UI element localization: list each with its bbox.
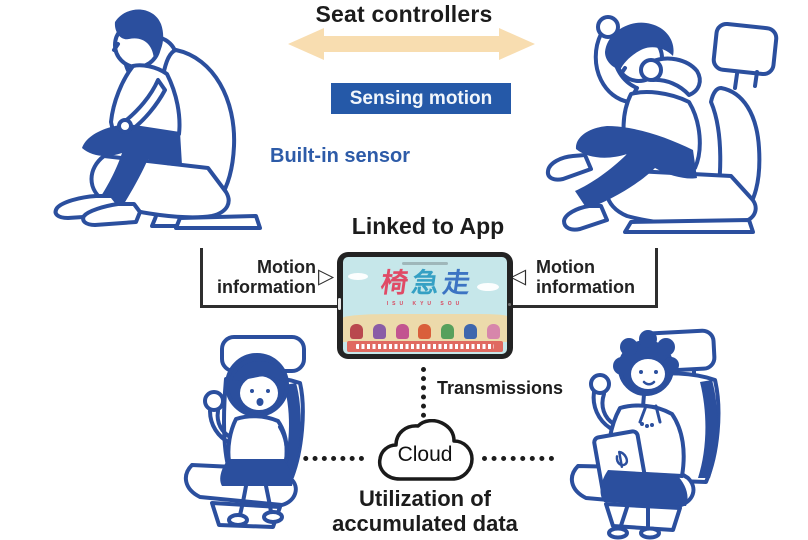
- racer-figure: [441, 324, 455, 339]
- racer-row: [350, 324, 500, 339]
- connector-line-left-horizontal: [200, 305, 338, 308]
- motion-information-label-left: Motion information: [208, 257, 316, 297]
- transmissions-dotted-line: [421, 367, 426, 427]
- racer-figure: [486, 324, 500, 339]
- motion-left-line2: information: [217, 277, 316, 297]
- motion-right-line1: Motion: [536, 257, 595, 277]
- app-game-subtitle: ISU KYU SOU: [386, 301, 464, 307]
- app-banner: [347, 341, 503, 352]
- tablet-side-button: [338, 298, 341, 310]
- camera-dot-icon: [508, 303, 511, 306]
- adult-passenger-right-illustration: [545, 15, 779, 234]
- racer-figure: [372, 324, 386, 339]
- seat-controllers-title: Seat controllers: [315, 1, 493, 27]
- connector-line-left-vertical: [200, 248, 203, 308]
- transmissions-label: Transmissions: [437, 378, 564, 398]
- motion-information-label-right: Motion information: [536, 257, 656, 297]
- dotted-line-left: [294, 456, 364, 461]
- game-title-char: 椅: [378, 268, 410, 298]
- tablet-screen: 椅急走 ISU KYU SOU: [343, 257, 507, 354]
- racer-figure: [395, 324, 409, 339]
- racer-figure: [350, 324, 363, 339]
- racer-figure: [418, 324, 432, 339]
- screen-caption-line: [402, 262, 448, 265]
- triangle-left-icon: ◁: [510, 265, 527, 288]
- utilization-caption: Utilization of accumulated data: [275, 486, 575, 536]
- racer-figure: [464, 324, 478, 339]
- app-game-title: 椅急走: [343, 268, 507, 298]
- utilization-caption-line2: accumulated data: [332, 511, 518, 536]
- connector-line-right-horizontal: [512, 305, 658, 308]
- cloud-icon: [377, 419, 474, 481]
- senior-passenger-illustration: [569, 328, 721, 540]
- adult-passenger-left-illustration: [53, 9, 262, 230]
- linked-to-app-title: Linked to App: [351, 213, 505, 239]
- banner-text-marks: [356, 344, 494, 349]
- motion-left-line1: Motion: [257, 257, 316, 277]
- sky-cloud-shape: [348, 273, 368, 280]
- sky-cloud-shape: [477, 283, 499, 291]
- bidirectional-arrow-icon: [288, 28, 535, 60]
- built-in-sensor-label: Built-in sensor: [270, 145, 411, 167]
- game-title-char: 急: [409, 268, 441, 298]
- utilization-caption-line1: Utilization of: [359, 486, 491, 511]
- tablet-device: 椅急走 ISU KYU SOU: [337, 252, 513, 359]
- cloud-label: Cloud: [397, 443, 453, 466]
- sensing-motion-badge: Sensing motion: [331, 83, 511, 114]
- motion-right-line2: information: [536, 277, 635, 297]
- game-title-char: 走: [440, 268, 472, 298]
- connector-line-right-vertical: [655, 248, 658, 308]
- triangle-right-icon: ▷: [318, 265, 335, 288]
- dotted-line-right: [482, 456, 554, 461]
- child-passenger-illustration: [183, 335, 306, 529]
